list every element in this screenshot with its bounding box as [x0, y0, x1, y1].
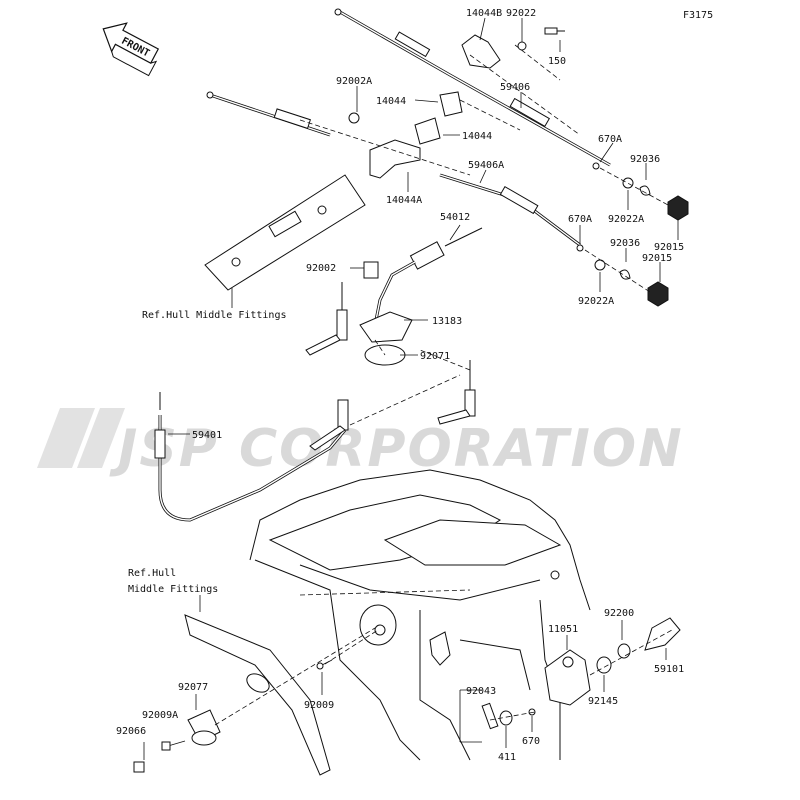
label-670a-lower: 670A — [568, 214, 592, 225]
label-14044a: 14044A — [386, 195, 422, 206]
label-92015-upper: 92015 — [654, 242, 684, 253]
label-92036-upper: 92036 — [630, 154, 660, 165]
plate-13183 — [359, 311, 413, 343]
front-direction-arrow-icon: FRONT — [102, 22, 160, 77]
label-14044-upper: 14044 — [376, 96, 406, 107]
label-92015-lower: 92015 — [642, 253, 672, 264]
screw-92009 — [316, 662, 324, 670]
leader-lines — [143, 17, 679, 760]
label-59406: 59406 — [500, 82, 530, 93]
label-92002a: 92002A — [336, 76, 372, 87]
pin-92043 — [481, 702, 499, 730]
cable-59406 — [334, 8, 611, 167]
label-13183: 13183 — [432, 316, 462, 327]
watermark-text: JSP CORPORATION — [109, 419, 684, 479]
hull-middle-panel — [204, 174, 366, 291]
block-14044 — [439, 91, 463, 117]
cable-right-end — [437, 360, 476, 425]
label-92022: 92022 — [506, 8, 536, 19]
label-14044-lower: 14044 — [462, 131, 492, 142]
cable-59401 — [154, 282, 349, 522]
label-59101: 59101 — [654, 664, 684, 675]
cable-59406a — [206, 91, 581, 247]
ring-670 — [528, 708, 536, 716]
oring-92145 — [596, 656, 612, 674]
label-92071: 92071 — [420, 351, 450, 362]
fitting-59101 — [644, 617, 681, 651]
label-59401: 59401 — [192, 430, 222, 441]
ref-hull-middle-lower-line1: Ref.Hull — [128, 568, 176, 579]
cover-11051 — [544, 649, 591, 706]
watermark-logo: JSP CORPORATION — [37, 408, 684, 479]
figure-code: F3175 — [683, 10, 713, 21]
label-411: 411 — [498, 752, 516, 763]
bracket-14044b — [461, 34, 501, 69]
part-labels: 14044B 92022 150 92002A 14044 59406 1404… — [116, 8, 684, 763]
label-92009: 92009 — [304, 700, 334, 711]
ref-hull-middle-lower-line2: Middle Fittings — [128, 584, 218, 595]
screw-92009a — [161, 741, 171, 751]
hull-lower-section — [249, 469, 591, 761]
label-670a-upper: 670A — [598, 134, 622, 145]
label-92036-lower: 92036 — [610, 238, 640, 249]
label-92002: 92002 — [306, 263, 336, 274]
washer-92200 — [617, 643, 631, 659]
hardware-upper-right — [348, 27, 689, 307]
label-92145: 92145 — [588, 696, 618, 707]
label-92066: 92066 — [116, 726, 146, 737]
label-92200: 92200 — [604, 608, 634, 619]
bracket-14044a — [369, 139, 421, 179]
assembly-dashed-lines — [214, 44, 673, 726]
label-92009a: 92009A — [142, 710, 178, 721]
block-14044-lower — [414, 117, 441, 145]
label-92043: 92043 — [466, 686, 496, 697]
bolt-92002 — [363, 261, 379, 279]
label-11051: 11051 — [548, 624, 578, 635]
hull-side-panel — [184, 614, 331, 776]
label-59406a: 59406A — [468, 160, 504, 171]
cable-54012 — [374, 227, 483, 321]
label-670: 670 — [522, 736, 540, 747]
label-150: 150 — [548, 56, 566, 67]
clamp-92066 — [133, 761, 145, 773]
label-92022a-lower: 92022A — [578, 296, 614, 307]
ref-hull-middle-upper: Ref.Hull Middle Fittings — [142, 310, 287, 321]
label-14044b: 14044B — [466, 8, 502, 19]
label-92022a-upper: 92022A — [608, 214, 644, 225]
label-54012: 54012 — [440, 212, 470, 223]
label-92077: 92077 — [178, 682, 208, 693]
